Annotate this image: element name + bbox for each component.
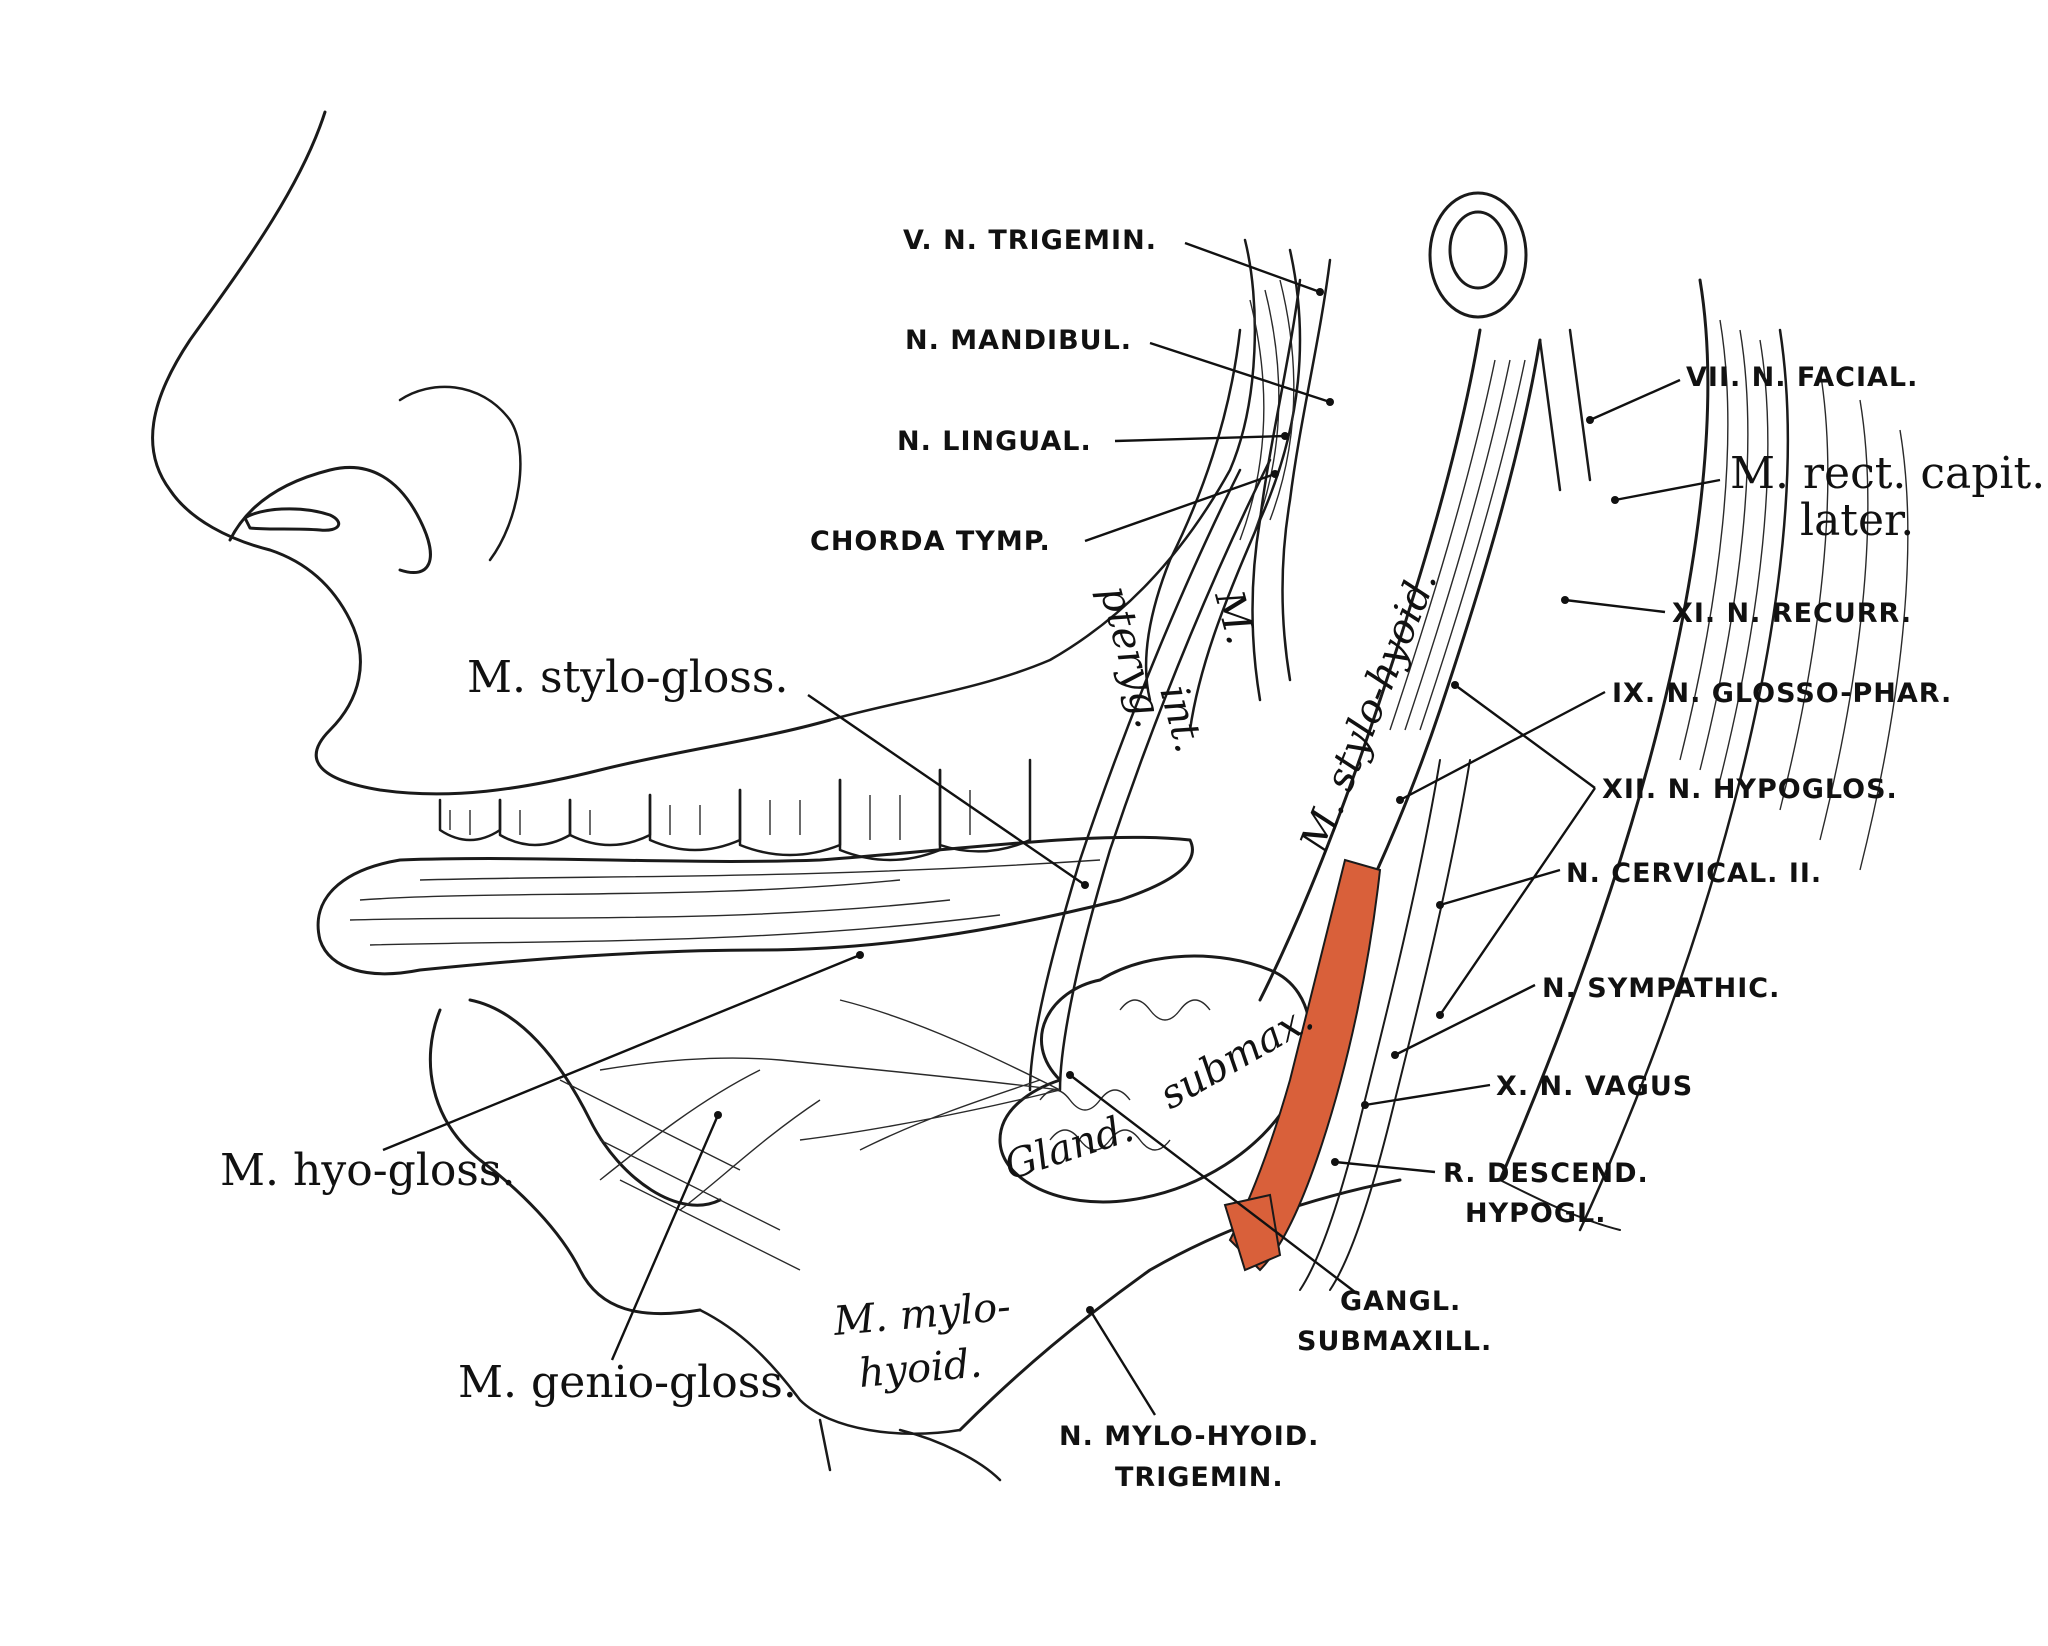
label-stylo-gloss: M. stylo-gloss. [467, 652, 788, 703]
tongue [316, 835, 1194, 976]
label-sympathic: N. SYMPATHIC. [1542, 973, 1780, 1004]
label-mylo-hyoid-m: hyoid. [857, 1340, 984, 1397]
label-mylo-hyoid-trigemin: TRIGEMIN. [1115, 1462, 1284, 1493]
label-mylo-m: M. mylo- [831, 1284, 1013, 1345]
label-gland: Gland. [999, 1105, 1139, 1190]
deep-structures [599, 191, 1909, 1291]
label-gangl-submaxill: SUBMAXILL. [1297, 1326, 1492, 1357]
leader-lines [382, 241, 1721, 1416]
label-genio-gloss: M. genio-gloss. [458, 1357, 797, 1408]
label-pteryg-int: int. [1150, 681, 1212, 758]
label-hyo-gloss: M. hyo-gloss. [220, 1145, 515, 1196]
label-facial: VII. N. FACIAL. [1686, 362, 1918, 393]
label-mandibul: N. MANDIBUL. [905, 325, 1132, 356]
label-rect-capit: M. rect. capit. [1730, 448, 2045, 499]
label-trigemin: V. N. TRIGEMIN. [903, 225, 1157, 256]
label-recurr: XI. N. RECURR. [1672, 598, 1912, 629]
label-pteryg-m: M. [1205, 585, 1264, 650]
lower-jaw [428, 998, 1402, 1482]
label-glosso-phar: IX. N. GLOSSO-PHAR. [1612, 678, 1952, 709]
label-rect-capit-later: later. [1800, 495, 1914, 546]
nostril [243, 507, 341, 532]
carotid-artery [1228, 858, 1382, 1272]
teeth [438, 758, 1032, 862]
label-lingual: N. LINGUAL. [897, 426, 1092, 457]
label-mylo-hyoid-nerve: N. MYLO-HYOID. [1059, 1421, 1319, 1452]
label-gangl: GANGL. [1340, 1286, 1461, 1317]
label-vagus: X. N. VAGUS [1496, 1071, 1693, 1102]
face-outline [151, 110, 1257, 796]
label-descend-hypogl: HYPOGL. [1465, 1198, 1607, 1229]
label-descend: R. DESCEND. [1443, 1158, 1649, 1189]
artery-stump [1223, 1193, 1282, 1272]
label-stylo-hyoid: M. stylo-hyoid. [1291, 564, 1446, 860]
label-hypoglos: XII. N. HYPOGLOS. [1602, 774, 1898, 805]
label-chorda-tymp: CHORDA TYMP. [810, 526, 1051, 557]
label-cervical: N. CERVICAL. II. [1566, 858, 1822, 889]
